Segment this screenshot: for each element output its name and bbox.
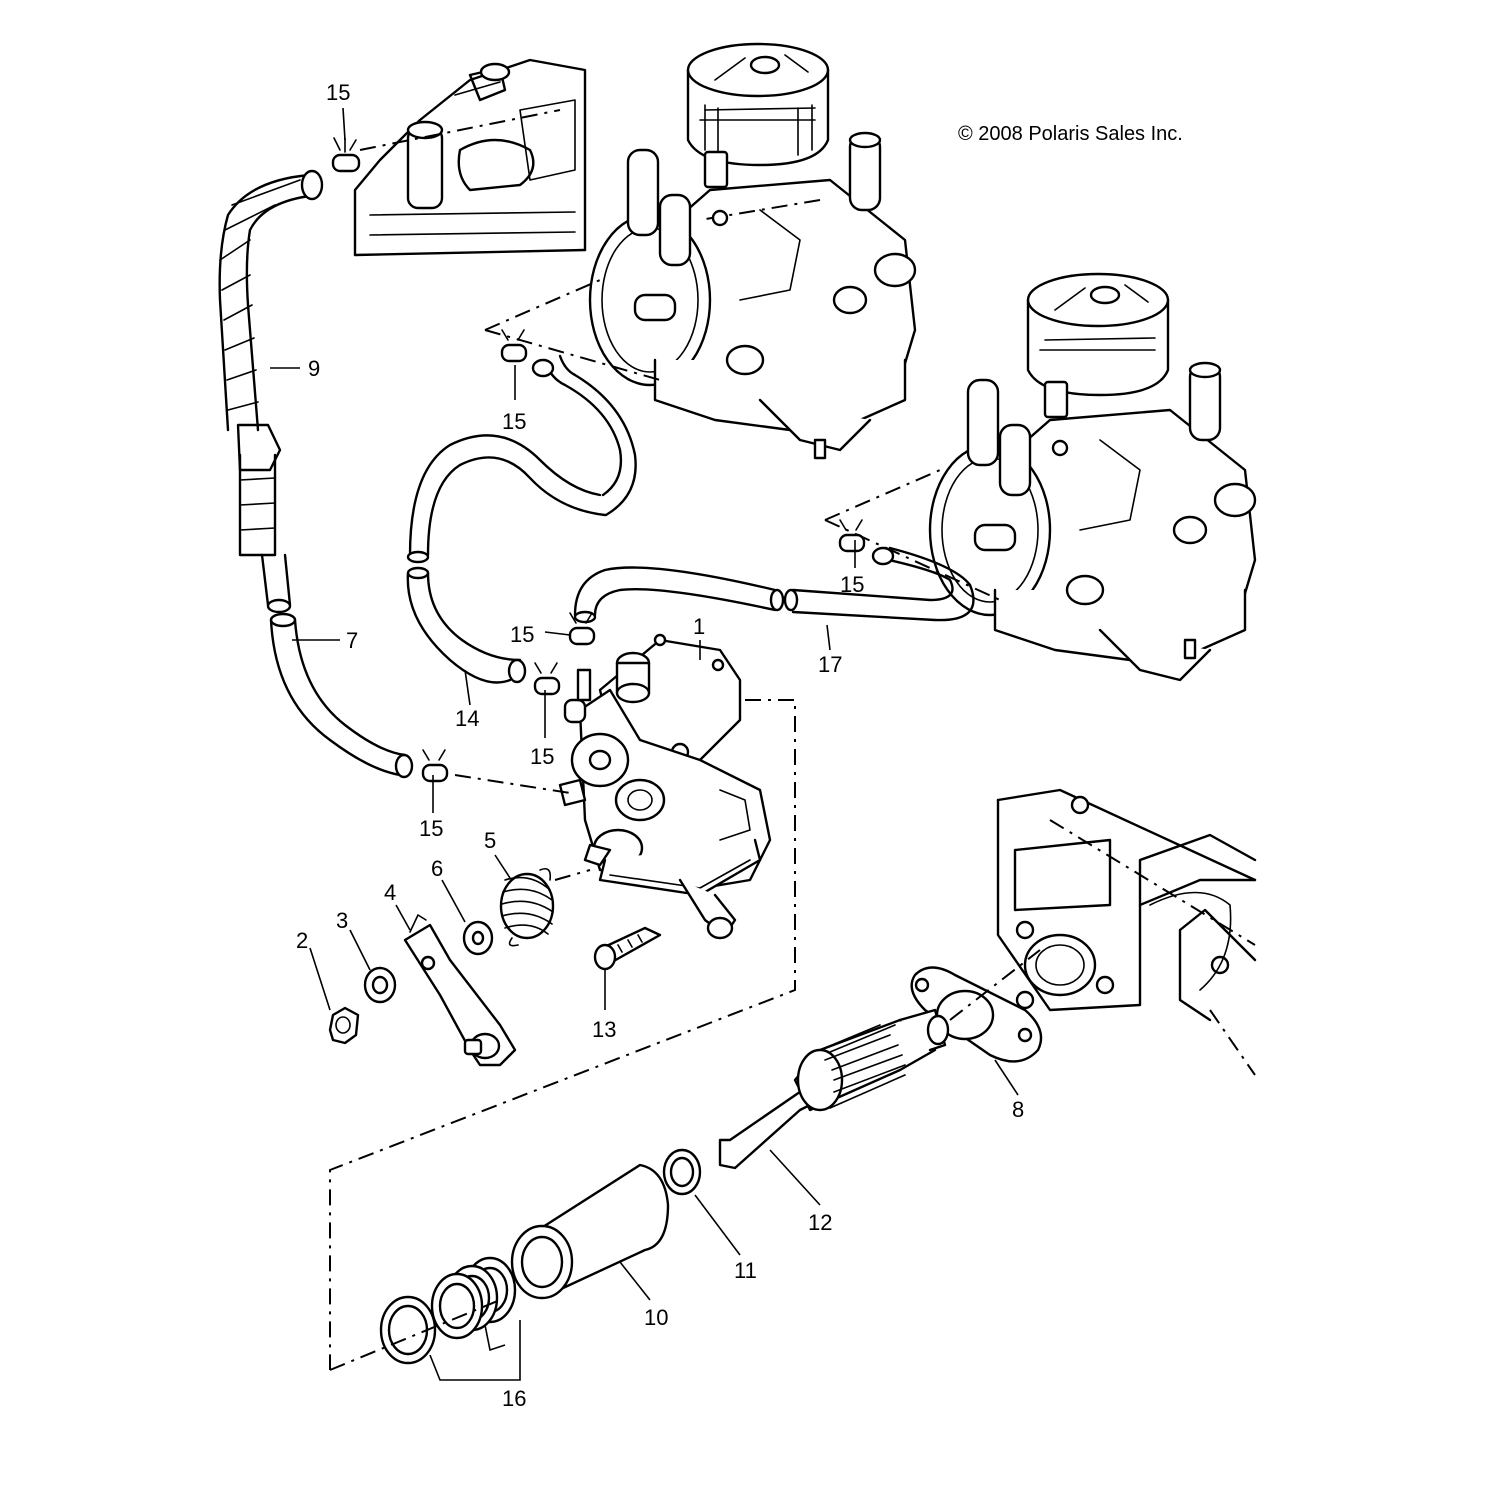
callout-12: 12 [808,1210,832,1235]
upper-engine-fragment [353,58,587,257]
callout-15-top: 15 [326,80,350,105]
leader-lines [270,107,1019,1301]
callout-1: 1 [693,614,705,639]
clamp-15-lower [421,749,449,783]
callout-7: 7 [346,628,358,653]
hose-17 [573,546,975,624]
callout-10: 10 [644,1305,668,1330]
washer-6 [462,920,494,956]
callout-14: 14 [455,706,479,731]
callout-2: 2 [296,928,308,953]
callout-4: 4 [384,880,396,905]
copyright-notice: © 2008 Polaris Sales Inc. [958,123,1183,145]
hose-9 [218,169,324,614]
clamp-15-right [838,519,866,553]
spring-5 [499,867,555,947]
callout-13: 13 [592,1017,616,1042]
callout-17: 17 [818,652,842,677]
callout-15-pump-left: 15 [530,744,554,769]
o-rings-16 [329,1256,521,1381]
gasket-8 [910,949,1043,1063]
screw-13 [593,926,662,971]
ring-11 [662,1148,702,1196]
hose-7 [269,612,414,779]
crankcase-fragment [996,788,1257,1076]
clamp-15-pump-top [568,612,596,646]
sleeve-10 [510,1163,670,1300]
clamp-15-upper-mid [500,329,528,363]
callout-15-lower: 15 [419,816,443,841]
lever-4 [403,914,517,1067]
callout-9: 9 [308,356,320,381]
callout-11: 11 [734,1258,757,1283]
callout-15-right: 15 [840,572,864,597]
clamp-15-pump-left [533,662,561,696]
clamp-15-top [331,137,361,173]
carburetor-lower [824,272,1257,682]
hose-14 [406,354,637,684]
callout-8: 8 [1012,1097,1024,1122]
callout-15-pump-top: 15 [510,622,534,647]
drive-gear-12 [718,1008,950,1170]
callout-5: 5 [484,828,496,853]
oil-pump-body [329,633,796,1370]
callout-15-upper-mid: 15 [502,409,526,434]
callout-16: 16 [502,1386,526,1411]
carburetor-upper [484,42,917,460]
callout-3: 3 [336,908,348,933]
callout-6: 6 [431,856,443,881]
lockwasher-3 [363,966,397,1004]
nut-2 [328,1006,360,1045]
